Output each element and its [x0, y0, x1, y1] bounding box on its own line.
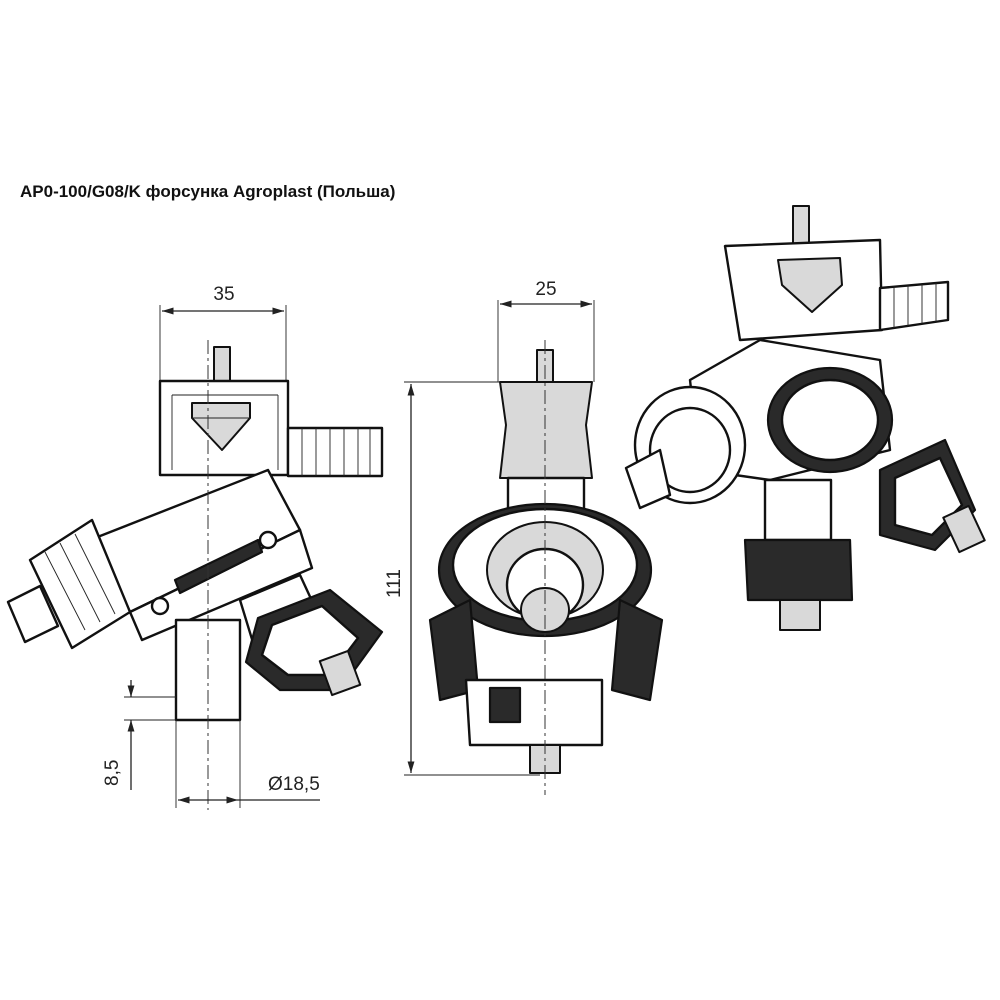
left-cap	[28, 518, 132, 650]
top-pin	[213, 346, 231, 384]
hose-barb	[286, 426, 384, 478]
dimension-label-diameter: Ø18,5	[268, 774, 320, 795]
front-view: 35	[6, 284, 384, 810]
screw-right	[258, 530, 278, 550]
side-top-housing	[499, 381, 593, 479]
iso-bottom-tip	[779, 599, 821, 631]
dimension-height-111: 111	[384, 381, 540, 776]
screw-left	[150, 596, 170, 616]
side-nozzle-tip	[318, 649, 362, 697]
iso-hose-barb	[878, 280, 950, 332]
left-cap-tip	[6, 584, 60, 644]
dimension-label-25: 25	[535, 279, 556, 300]
clip-slot	[173, 538, 264, 595]
iso-valve-cone	[777, 257, 843, 313]
side-view: 25 111	[384, 279, 664, 795]
iso-top-pin	[792, 205, 810, 247]
iso-cap-tip	[624, 448, 672, 510]
dimension-label-8-5: 8,5	[102, 760, 123, 786]
valve-cone	[191, 402, 251, 451]
dimension-label-35: 35	[213, 284, 234, 305]
page-title: AP0-100/G08/K форсунка Agroplast (Польша…	[20, 182, 396, 201]
dimension-diameter: Ø18,5	[175, 720, 320, 808]
bottom-latch	[488, 686, 522, 724]
bottom-cap	[464, 678, 604, 747]
dimension-collar-8-5: 8,5	[102, 680, 176, 790]
dimension-width-35: 35	[159, 284, 287, 380]
dimension-width-25: 25	[497, 279, 595, 382]
iso-bottom-cap	[743, 538, 854, 602]
right-wing	[610, 598, 664, 702]
iso-side-tip	[942, 504, 986, 554]
dimension-label-111: 111	[384, 569, 405, 598]
iso-stem	[763, 478, 833, 542]
isometric-view	[624, 205, 986, 631]
